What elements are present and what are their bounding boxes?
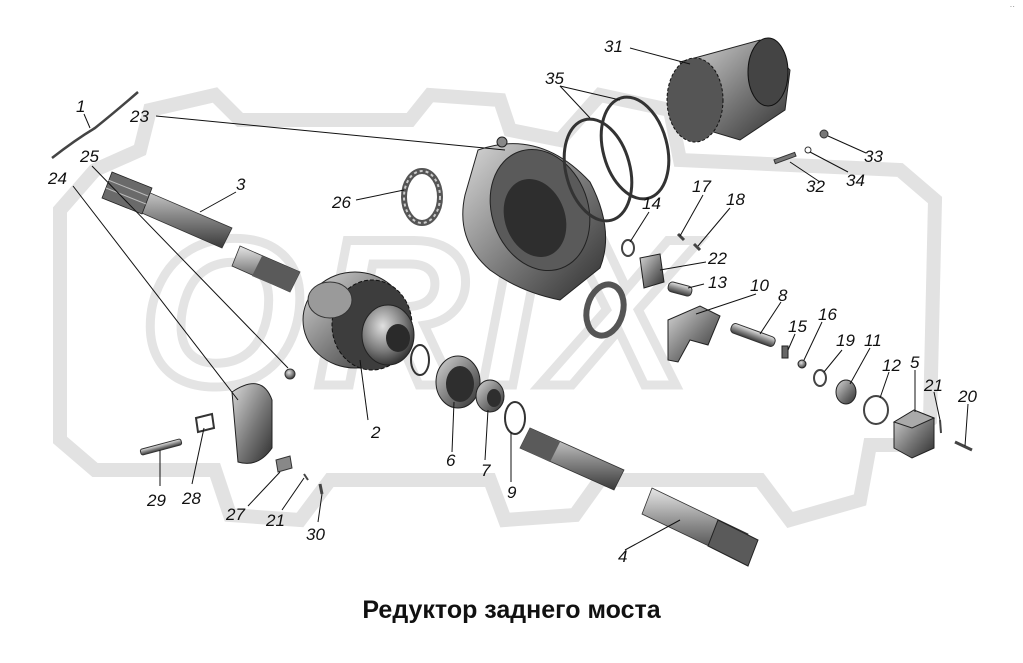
callout-12: 12 <box>882 356 901 375</box>
callout-5: 5 <box>910 353 920 372</box>
part-11-bushing <box>835 379 857 405</box>
part-30-pin <box>318 483 324 495</box>
callout-3: 3 <box>236 175 246 194</box>
part-22-block <box>639 253 665 289</box>
callout-14: 14 <box>642 194 661 213</box>
part-9-snap-ring <box>504 401 526 435</box>
part-14-ring <box>621 239 635 257</box>
callout-8: 8 <box>778 286 788 305</box>
part-3-shaft <box>101 171 233 249</box>
callout-labels: 1 2 3 4 5 6 7 8 9 10 11 12 13 14 15 16 1… <box>47 37 977 566</box>
part-5-actuator <box>892 409 936 459</box>
callout-10: 10 <box>750 276 769 295</box>
callout-28: 28 <box>181 489 201 508</box>
callout-21-right: 21 <box>923 376 943 395</box>
part-4-shaft <box>641 487 759 567</box>
callout-13: 13 <box>708 273 727 292</box>
part-28-lock-plate <box>194 412 216 434</box>
part-8-rod <box>730 323 776 347</box>
callout-20: 20 <box>957 387 977 406</box>
part-21a-pin <box>303 473 309 481</box>
part-17-pin <box>676 232 686 242</box>
callout-27: 27 <box>225 505 245 524</box>
diagram-caption: Редуктор заднего моста <box>362 596 661 624</box>
callout-29: 29 <box>146 491 166 510</box>
callout-21-lower: 21 <box>265 511 285 530</box>
callout-16: 16 <box>818 305 837 324</box>
part-2-differential <box>302 271 415 371</box>
part-10-fork <box>667 305 721 363</box>
part-6-bearing <box>435 355 481 409</box>
callout-25: 25 <box>79 147 99 166</box>
part-stub-lower <box>519 427 625 491</box>
callout-23: 23 <box>129 107 149 126</box>
callout-30: 30 <box>306 525 325 544</box>
callout-9: 9 <box>507 483 517 502</box>
exploded-view: ORIX <box>47 37 977 567</box>
part-35-gaskets <box>562 95 671 223</box>
callout-2: 2 <box>370 423 381 442</box>
callout-15: 15 <box>788 317 807 336</box>
part-19-ring <box>813 369 827 387</box>
part-21b-pin <box>939 419 942 434</box>
part-16-ball <box>797 359 807 369</box>
part-13-pin <box>667 281 693 297</box>
callout-33: 33 <box>864 147 883 166</box>
part-bearing-ring <box>583 281 627 339</box>
callout-7: 7 <box>481 461 491 480</box>
callout-22: 22 <box>707 249 727 268</box>
part-32-bolt <box>773 151 797 165</box>
callout-1: 1 <box>76 97 85 116</box>
part-stub-splined <box>231 245 301 293</box>
part-15-pin <box>781 345 789 359</box>
callout-35: 35 <box>545 69 564 88</box>
callout-11: 11 <box>864 331 882 350</box>
part-29-bolt <box>139 438 183 456</box>
callout-26: 26 <box>331 193 351 212</box>
part-25-pin <box>284 368 296 380</box>
part-bearing-cap <box>231 383 273 464</box>
part-31-pinion-housing <box>666 37 791 143</box>
callout-34: 34 <box>846 171 865 190</box>
callout-18: 18 <box>726 190 745 209</box>
callout-19: 19 <box>836 331 855 350</box>
callout-17: 17 <box>692 177 711 196</box>
part-1-wire <box>51 91 139 159</box>
part-18-pin <box>692 242 702 252</box>
callout-32: 32 <box>806 177 825 196</box>
part-7-bearing-cone <box>475 379 505 413</box>
part-33-nut <box>819 129 829 139</box>
corner-mark: ·· <box>1009 2 1015 11</box>
part-34-washer <box>804 146 812 154</box>
part-20-bolt <box>954 440 973 452</box>
part-snap-ring-left <box>410 344 430 376</box>
callout-4: 4 <box>618 547 627 566</box>
callout-24: 24 <box>47 169 67 188</box>
callout-6: 6 <box>446 451 456 470</box>
part-26-ring <box>401 168 443 226</box>
callout-31: 31 <box>604 37 623 56</box>
part-27-tab <box>275 455 293 473</box>
leader-lines <box>72 47 969 551</box>
part-12-gasket <box>863 395 889 425</box>
